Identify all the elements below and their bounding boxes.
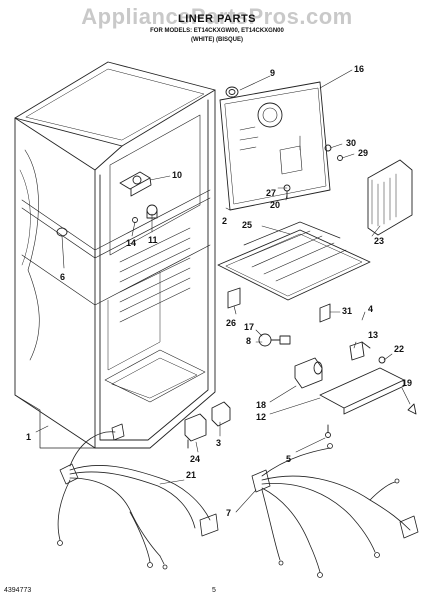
callout-labels: 9 16 10 11 14 6 27 20 30 29 2 25 23 26 3… bbox=[26, 64, 412, 518]
screw-22 bbox=[378, 356, 386, 364]
shelf-frame-25 bbox=[217, 221, 371, 301]
callout-9: 9 bbox=[270, 68, 275, 78]
callout-18: 18 bbox=[256, 400, 266, 410]
callout-6: 6 bbox=[60, 272, 65, 282]
callout-10: 10 bbox=[172, 170, 182, 180]
callout-23: 23 bbox=[374, 236, 384, 246]
page-number: 5 bbox=[212, 587, 216, 594]
callout-25: 25 bbox=[242, 220, 252, 230]
light-bulb-17-8 bbox=[258, 333, 291, 347]
screw-5 bbox=[325, 424, 331, 438]
callout-21: 21 bbox=[186, 470, 196, 480]
model-line: FOR MODELS: ET14CKXGW00, ET14CKXGN00 bbox=[150, 28, 284, 34]
callout-11: 11 bbox=[148, 235, 158, 245]
housing-12 bbox=[319, 367, 405, 415]
callout-26: 26 bbox=[226, 318, 236, 328]
air-duct-23 bbox=[367, 159, 413, 236]
callout-13: 13 bbox=[368, 330, 378, 340]
diagram-title: LINER PARTS bbox=[177, 13, 257, 25]
document-number: 4394773 bbox=[4, 587, 32, 594]
rear-panel-16 bbox=[219, 81, 331, 211]
callout-22: 22 bbox=[394, 344, 404, 354]
lamp-socket-31 bbox=[319, 303, 331, 323]
wire-harness-21 bbox=[57, 423, 219, 570]
callout-19: 19 bbox=[402, 378, 412, 388]
callout-3: 3 bbox=[216, 438, 221, 448]
callout-20: 20 bbox=[270, 200, 280, 210]
wire-harness-7 bbox=[251, 443, 419, 578]
bracket-3 bbox=[211, 401, 231, 427]
plug-6 bbox=[56, 227, 68, 237]
callout-7: 7 bbox=[226, 508, 231, 518]
liner-cabinet bbox=[14, 61, 216, 449]
watermark: AppliancePartsPros.com bbox=[81, 4, 353, 29]
callout-2: 2 bbox=[222, 216, 227, 226]
callout-1: 1 bbox=[26, 432, 31, 442]
screws-30-29 bbox=[324, 144, 343, 161]
callout-16: 16 bbox=[354, 64, 364, 74]
control-18 bbox=[294, 357, 323, 389]
color-line: (WHITE) (BISQUE) bbox=[191, 37, 243, 43]
callout-24: 24 bbox=[190, 454, 200, 464]
callout-8: 8 bbox=[246, 336, 251, 346]
cover-24 bbox=[184, 413, 207, 449]
callout-27: 27 bbox=[266, 188, 276, 198]
callout-29: 29 bbox=[358, 148, 368, 158]
leader-lines bbox=[35, 69, 411, 513]
control-housing-10 bbox=[119, 171, 152, 197]
callout-4: 4 bbox=[368, 304, 373, 314]
screw-19 bbox=[407, 403, 417, 415]
grommet-9 bbox=[225, 86, 239, 98]
switch-13 bbox=[349, 341, 371, 361]
clip-26 bbox=[227, 287, 241, 309]
callout-12: 12 bbox=[256, 412, 266, 422]
callout-30: 30 bbox=[346, 138, 356, 148]
callout-14: 14 bbox=[126, 238, 136, 248]
callout-5: 5 bbox=[286, 454, 291, 464]
callout-17: 17 bbox=[244, 322, 254, 332]
screw-20-27 bbox=[283, 184, 291, 199]
callout-31: 31 bbox=[342, 306, 352, 316]
